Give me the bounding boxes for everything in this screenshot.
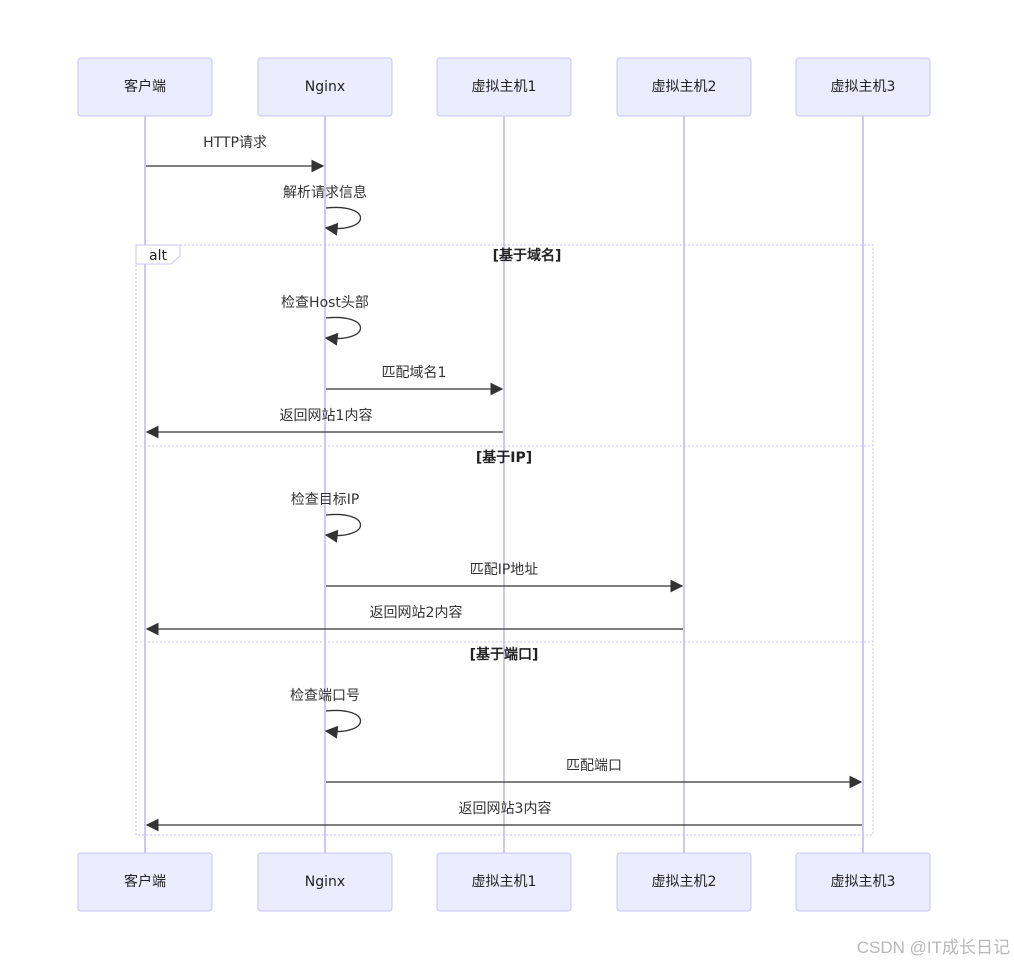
actor-vh1-top[interactable]: 虚拟主机1 <box>436 57 572 117</box>
self-loop-arrow <box>324 513 362 543</box>
actor-vh2-bottom-label: 虚拟主机2 <box>652 874 717 890</box>
message-return-site3: 返回网站3内容 <box>145 800 862 832</box>
actor-vh2-top[interactable]: 虚拟主机2 <box>616 57 752 117</box>
message-label: HTTP请求 <box>203 135 267 151</box>
message-label: 检查Host头部 <box>281 295 369 311</box>
alt-section-label-ip: [基于IP] <box>476 449 532 466</box>
actor-vh1-bottom[interactable]: 虚拟主机1 <box>436 852 572 912</box>
actor-vh3-bottom[interactable]: 虚拟主机3 <box>795 852 931 912</box>
message-label: 返回网站2内容 <box>370 604 463 621</box>
message-http-request: HTTP请求 <box>146 135 325 173</box>
message-label: 返回网站3内容 <box>459 800 552 817</box>
message-parse-request: 解析请求信息 <box>283 184 367 236</box>
alt-frame: alt [基于域名] [基于IP] [基于端口] <box>135 244 874 836</box>
self-loop-arrow <box>324 709 362 739</box>
message-return-site1: 返回网站1内容 <box>145 407 503 439</box>
alt-section-label-domain: [基于域名] <box>493 247 562 264</box>
message-check-port: 检查端口号 <box>290 688 362 739</box>
actor-client-top[interactable]: 客户端 <box>77 57 213 117</box>
actor-nginx-top-label: Nginx <box>305 79 345 95</box>
message-return-site2: 返回网站2内容 <box>145 604 683 636</box>
actor-nginx-top[interactable]: Nginx <box>257 57 393 117</box>
alt-frame-label: alt <box>149 248 167 264</box>
alt-frame-tab <box>135 244 181 265</box>
message-check-host: 检查Host头部 <box>281 295 369 346</box>
actor-vh2-bottom[interactable]: 虚拟主机2 <box>616 852 752 912</box>
actor-client-bottom-label: 客户端 <box>124 873 166 890</box>
message-match-domain1: 匹配域名1 <box>326 365 504 396</box>
actor-client-bottom[interactable]: 客户端 <box>77 852 213 912</box>
message-label: 返回网站1内容 <box>280 407 373 424</box>
actor-vh3-top[interactable]: 虚拟主机3 <box>795 57 931 117</box>
message-match-ip: 匹配IP地址 <box>326 562 684 593</box>
alt-frame-border <box>135 244 874 836</box>
message-label: 匹配IP地址 <box>470 562 539 578</box>
message-label: 检查目标IP <box>291 492 360 508</box>
actor-vh3-top-label: 虚拟主机3 <box>831 79 896 95</box>
actor-vh3-bottom-label: 虚拟主机3 <box>831 874 896 890</box>
actor-nginx-bottom[interactable]: Nginx <box>257 852 393 912</box>
actor-nginx-bottom-label: Nginx <box>305 874 345 890</box>
message-label: 匹配端口 <box>566 758 622 774</box>
actor-client-top-label: 客户端 <box>124 78 166 95</box>
message-check-target-ip: 检查目标IP <box>291 492 362 543</box>
actor-vh1-top-label: 虚拟主机1 <box>472 79 537 95</box>
message-label: 解析请求信息 <box>283 184 367 201</box>
self-loop-arrow <box>324 316 362 346</box>
message-match-port: 匹配端口 <box>326 758 863 789</box>
alt-section-label-port: [基于端口] <box>470 646 539 663</box>
message-label: 检查端口号 <box>290 688 360 704</box>
actor-vh2-top-label: 虚拟主机2 <box>652 79 717 95</box>
message-label: 匹配域名1 <box>382 365 447 381</box>
self-loop-arrow <box>324 206 362 236</box>
actor-vh1-bottom-label: 虚拟主机1 <box>472 874 537 890</box>
watermark-text: CSDN @IT成长日记 <box>856 938 1010 957</box>
